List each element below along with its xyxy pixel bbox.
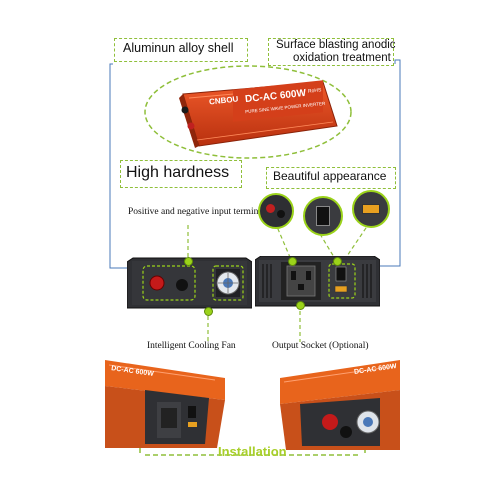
input-panel-image [127,256,252,311]
installation-image-left: DC-AC 600W [105,360,225,448]
inverter-top-image: CNBOU DC-AC 600W RoHS PURE SINE WAVE POW… [173,74,341,150]
shell-label-box [114,38,248,62]
panel-dot-socket [296,301,305,310]
output-panel-image [255,256,380,308]
thumb-usb [352,190,390,228]
terminal-label: Positive and negative input terminal [128,207,266,217]
shell-label: Aluminun alloy shell [123,41,234,55]
thumb-switch [303,196,343,236]
installation-label: Installation [218,444,287,459]
fan-label: Intelligent Cooling Fan [147,341,236,351]
surface-label-line2: oxidation treatment [293,52,391,64]
hardness-label-box [120,160,242,188]
thumb-terminal [258,193,294,229]
panel-dot-left [184,257,193,266]
surface-label-box [268,38,394,66]
surface-label-line1: Surface blasting anodic [276,39,396,51]
panel-dot-right-2 [333,257,342,266]
installation-image-right: DC-AC 600W [280,360,400,450]
appearance-label-box [266,167,396,189]
socket-label: Output Socket (Optional) [272,341,369,351]
hardness-label: High hardness [126,164,230,181]
panel-dot-fan [204,307,213,316]
appearance-label: Beautiful appearance [273,169,387,183]
panel-dot-right-1 [288,257,297,266]
